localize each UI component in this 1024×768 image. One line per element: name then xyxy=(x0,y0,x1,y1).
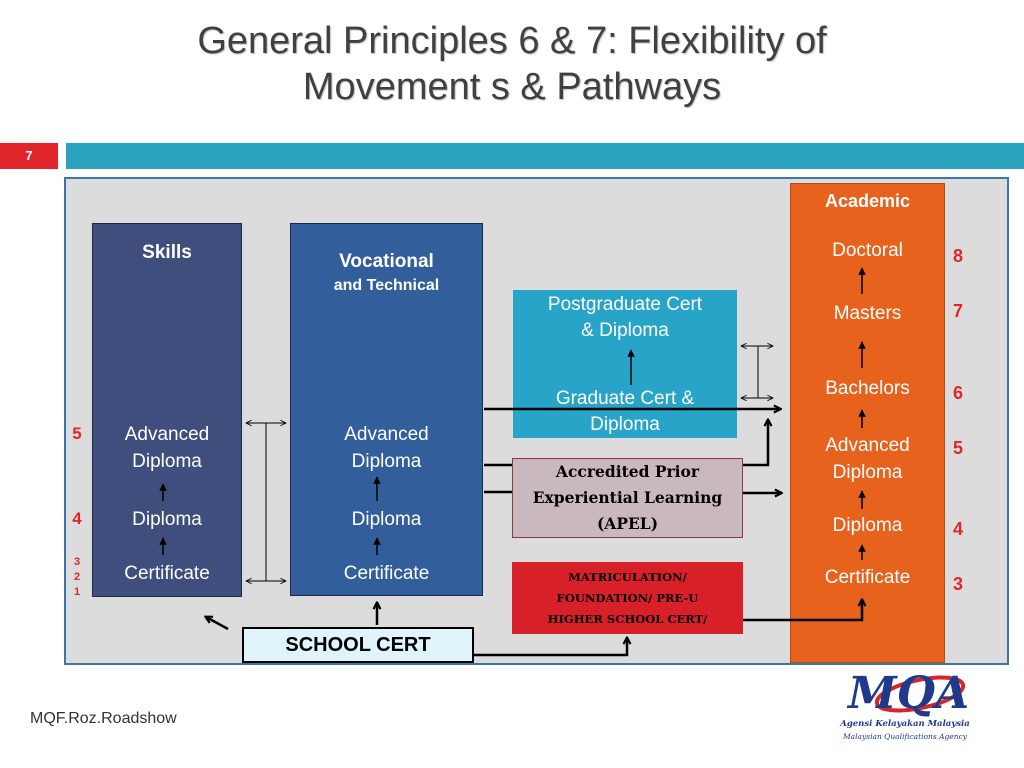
level-right-8: 8 xyxy=(952,246,963,266)
postgraduate-box: Postgraduate Cert & Diploma Graduate Cer… xyxy=(513,290,737,438)
mqa-logo-letters: MQA xyxy=(846,668,969,719)
graduate-line-2: Diploma xyxy=(590,414,660,435)
header-bar xyxy=(66,143,1024,169)
apel-line-1: Accredited Prior xyxy=(555,462,700,481)
level-left-5: 5 xyxy=(72,424,82,443)
academic-diploma: Diploma xyxy=(832,515,903,536)
apel-line-2: Experiential Learning xyxy=(532,488,723,507)
level-left-3: 3 xyxy=(73,556,81,568)
vocational-advanced-diploma: Advanced Diploma xyxy=(344,424,429,472)
footer-text: MQF.Roz.Roadshow xyxy=(30,710,177,727)
graduate-line-1: Graduate Cert & xyxy=(555,388,695,409)
school-to-matriculation-arrow xyxy=(474,638,627,657)
academic-title: Academic xyxy=(824,191,911,211)
academic-masters: Masters xyxy=(833,303,902,324)
skills-title: Skills xyxy=(142,242,192,263)
level-right-4: 4 xyxy=(952,519,963,539)
skills-certificate: Certificate xyxy=(124,563,210,584)
slide-title: General Principles 6 & 7: Flexibility of… xyxy=(0,18,1024,110)
apel-box: Accredited Prior Experiential Learning (… xyxy=(512,458,743,538)
vocational-title: Vocational xyxy=(339,251,434,272)
skills-advanced-diploma: Advanced Diploma xyxy=(124,424,210,472)
vocational-column: Vocational and Technical Advanced Diplom… xyxy=(290,223,483,596)
apel-to-graduate-arrow xyxy=(743,420,768,467)
mqa-name-english: Malaysian Qualifications Agency xyxy=(842,732,968,741)
school-cert-box: SCHOOL CERT xyxy=(242,627,474,663)
vocational-diploma: Diploma xyxy=(351,509,422,530)
level-left-2: 2 xyxy=(73,571,81,583)
mqa-name-malay: Agensi Kelayakan Malaysia xyxy=(840,719,970,729)
skills-column: Skills Advanced Diploma Diploma Certific… xyxy=(92,223,242,597)
academic-certificate: Certificate xyxy=(824,567,911,588)
slide-title-line-2: Movement s & Pathways xyxy=(302,66,722,108)
level-right-5: 5 xyxy=(952,438,963,458)
vocational-subtitle: and Technical xyxy=(333,277,440,294)
apel-line-3: (APEL) xyxy=(596,514,659,533)
academic-bachelors: Bachelors xyxy=(825,378,910,399)
academic-advanced-diploma: Advanced Diploma xyxy=(825,435,910,483)
vocational-certificate: Certificate xyxy=(343,563,430,584)
matriculation-box: MATRICULATION/ FOUNDATION/ PRE-U HIGHER … xyxy=(512,562,743,634)
matriculation-line-2: FOUNDATION/ PRE-U xyxy=(556,590,699,605)
mqa-logo: MQA Agensi Kelayakan Malaysia Malaysian … xyxy=(838,660,972,752)
academic-column: Academic Doctoral Masters Bachelors Adva… xyxy=(790,183,945,663)
level-right-6: 6 xyxy=(952,383,963,403)
academic-doctoral: Doctoral xyxy=(832,240,903,261)
slide-title-line-1: General Principles 6 & 7: Flexibility of xyxy=(197,20,827,62)
matriculation-to-academic-arrow xyxy=(743,600,862,622)
slide-number: 7 xyxy=(0,143,58,169)
postgraduate-line-2: & Diploma xyxy=(581,320,669,341)
level-left-1: 1 xyxy=(73,586,81,598)
postgraduate-line-1: Postgraduate Cert xyxy=(547,294,703,315)
school-to-skills-arrow xyxy=(206,617,229,631)
level-right-3: 3 xyxy=(952,574,963,594)
skills-diploma: Diploma xyxy=(132,509,202,530)
mqa-logo-mark: MQA xyxy=(846,668,969,719)
level-right-7: 7 xyxy=(952,301,963,321)
level-left-4: 4 xyxy=(72,509,82,528)
matriculation-line-3: HIGHER SCHOOL CERT/ xyxy=(547,611,708,626)
matriculation-line-1: MATRICULATION/ xyxy=(568,569,687,584)
